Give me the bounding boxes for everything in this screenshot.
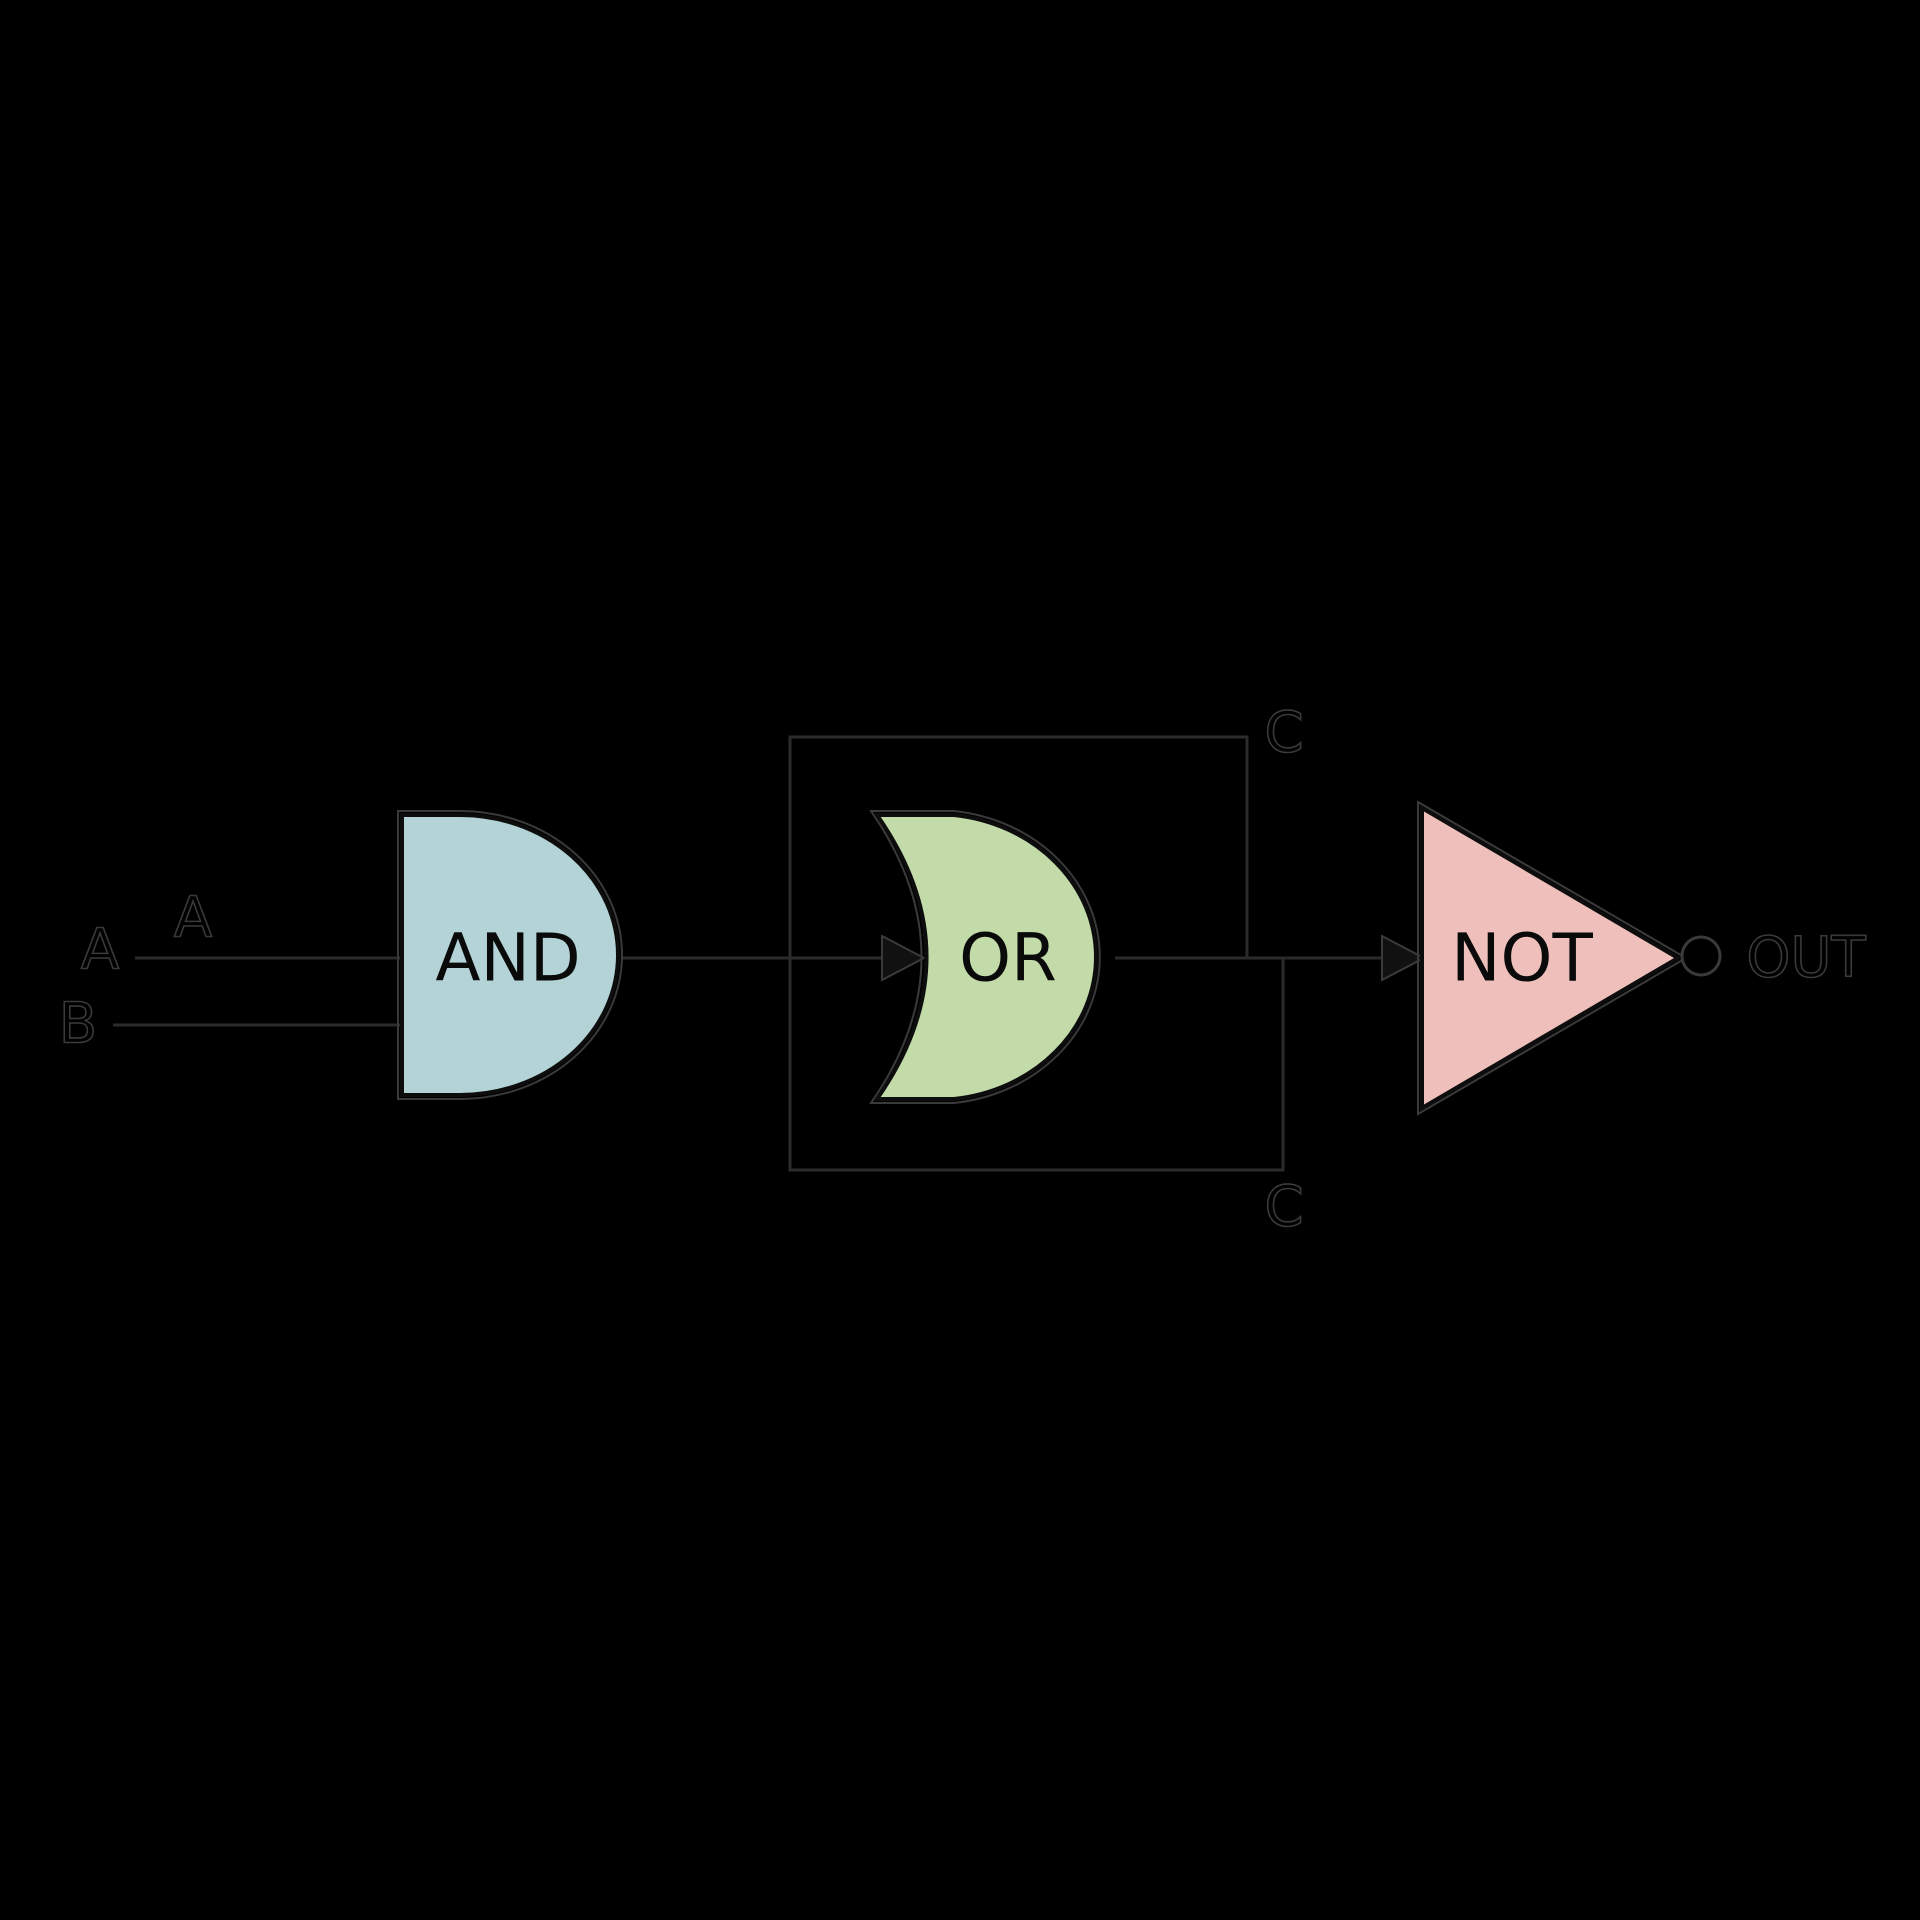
and-gate[interactable]: AND bbox=[397, 810, 623, 1100]
arrow-into-or-gate bbox=[881, 934, 927, 982]
not-gate-body bbox=[1420, 804, 1682, 1112]
not-gate-label: NOT bbox=[1451, 920, 1593, 997]
or-gate-label: OR bbox=[959, 920, 1057, 997]
or-gate[interactable]: OR bbox=[869, 810, 1101, 1104]
not-gate[interactable]: NOT bbox=[1417, 800, 1722, 1116]
pin-label-a-inner: A bbox=[174, 886, 212, 951]
wires bbox=[113, 735, 1400, 1172]
pin-label-b: B bbox=[59, 992, 97, 1057]
pin-label-output: OUT bbox=[1746, 926, 1866, 991]
wire-feedback-top-loop bbox=[788, 735, 1249, 958]
wire-feedback-bottom-loop bbox=[788, 958, 1285, 1172]
or-gate-body bbox=[873, 813, 1098, 1101]
and-gate-label: AND bbox=[435, 920, 580, 997]
and-gate-body bbox=[400, 813, 620, 1097]
pin-label-c-bottom: C bbox=[1264, 1175, 1303, 1240]
inversion-bubble bbox=[1680, 935, 1722, 977]
pin-label-c-top: C bbox=[1264, 701, 1303, 766]
pin-label-a-outer: A bbox=[81, 918, 119, 983]
arrow-into-not-gate bbox=[1381, 934, 1427, 982]
